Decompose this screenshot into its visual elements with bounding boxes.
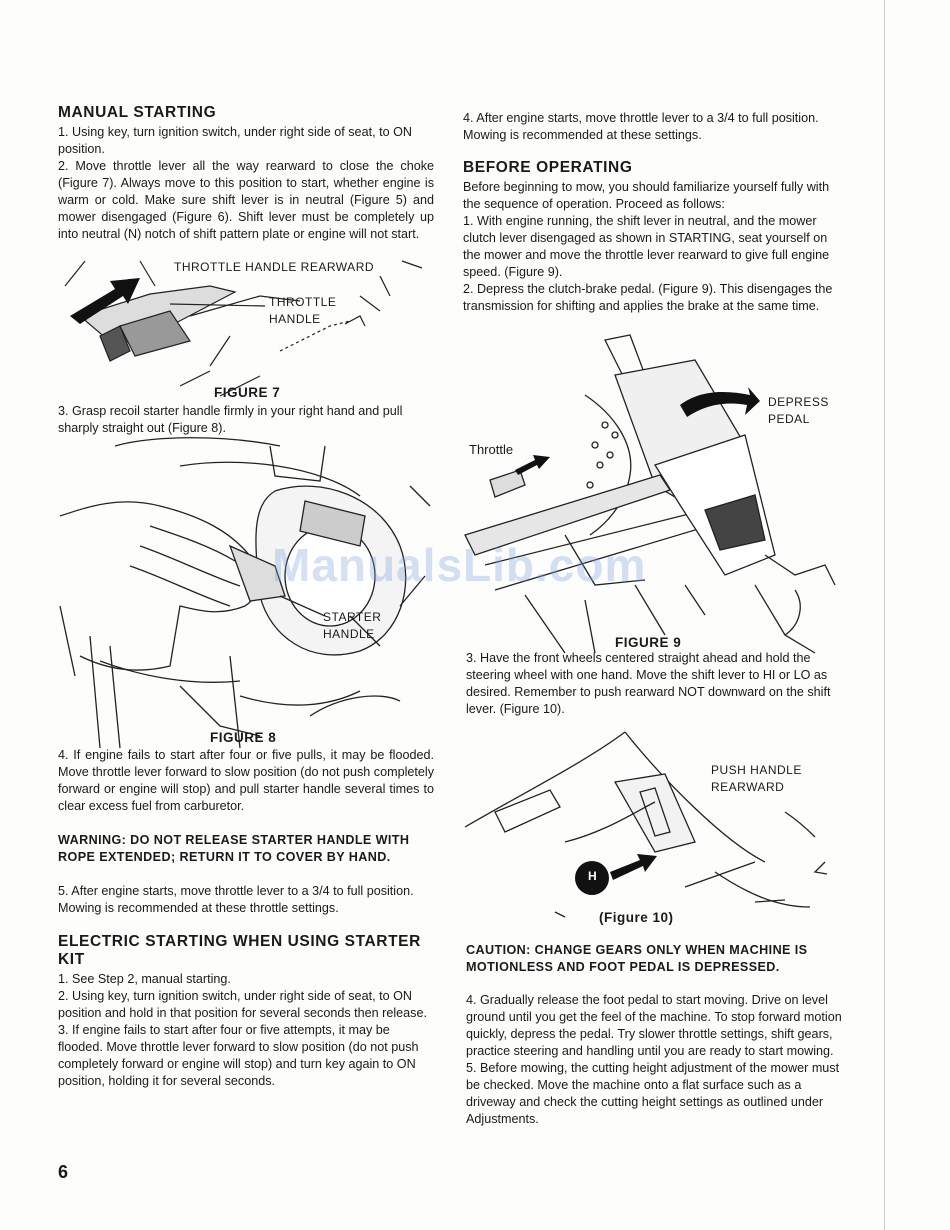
before-step-3: 3. Have the front wheels centered straig… <box>466 651 831 716</box>
before-step-4: 4. Gradually release the foot pedal to s… <box>466 993 842 1058</box>
electric-step-2: 2. Using key, turn ignition switch, unde… <box>58 989 427 1020</box>
figure-9: Throttle DEPRESS PEDAL FIGURE 9 <box>464 334 845 654</box>
manual-starting-heading: MANUAL STARTING <box>58 104 217 121</box>
fig9-label-depress: DEPRESS <box>768 395 829 409</box>
starter-pull-illustration <box>59 437 431 749</box>
figure-7-caption: FIGURE 7 <box>214 385 281 400</box>
manual-step-2: 2. Move throttle lever all the way rearw… <box>58 159 434 241</box>
caution-text: CAUTION: CHANGE GEARS ONLY WHEN MACHINE … <box>466 943 808 974</box>
fig9-label-throttle: Throttle <box>469 442 514 457</box>
figure-8-caption: FIGURE 8 <box>210 730 277 745</box>
page-edge <box>884 0 885 1230</box>
manual-step-5: 5. After engine starts, move throttle le… <box>58 884 414 915</box>
before-step-2: 2. Depress the clutch-brake pedal. (Figu… <box>463 282 833 313</box>
fig8-label-handle: HANDLE <box>323 627 375 641</box>
figure-10: H PUSH HANDLE REARWARD (Figure 10) <box>464 722 845 932</box>
before-step-5: 5. Before mowing, the cutting height adj… <box>466 1061 840 1126</box>
clutch-pedal-illustration <box>464 334 836 654</box>
fig10-label-push: PUSH HANDLE <box>711 763 802 777</box>
fig7-label-throttle: THROTTLE <box>269 295 337 309</box>
shift-lever-illustration <box>464 731 828 918</box>
fig10-label-rearward: REARWARD <box>711 780 785 794</box>
right-column-lower: CAUTION: CHANGE GEARS ONLY WHEN MACHINE … <box>466 942 844 1128</box>
before-intro: Before beginning to mow, you should fami… <box>463 180 830 211</box>
before-operating-heading: BEFORE OPERATING <box>463 159 633 176</box>
left-column-lower: 4. If engine fails to start after four o… <box>58 747 434 1090</box>
manual-step-3: 3. Grasp recoil starter handle firmly in… <box>58 404 403 435</box>
warning-text: WARNING: DO NOT RELEASE STARTER HANDLE W… <box>58 833 410 864</box>
fig7-label-handle: HANDLE <box>269 312 321 326</box>
right-step-3-block: 3. Have the front wheels centered straig… <box>466 650 844 718</box>
page-number: 6 <box>58 1162 69 1182</box>
manual-step-3-block: 3. Grasp recoil starter handle firmly in… <box>58 403 434 437</box>
throttle-handle-illustration <box>64 260 423 397</box>
fig9-label-pedal: PEDAL <box>768 412 810 426</box>
electric-starting-heading: ELECTRIC STARTING WHEN USING STARTER KIT <box>58 933 421 968</box>
figure-8: STARTER HANDLE FIGURE 8 <box>59 436 440 749</box>
shift-knob-letter: H <box>588 869 597 883</box>
fig8-label-starter: STARTER <box>323 610 382 624</box>
electric-step-1: 1. See Step 2, manual starting. <box>58 972 231 986</box>
watermark: ManualsLib.com <box>272 539 647 591</box>
left-column: MANUAL STARTING 1. Using key, turn ignit… <box>58 104 434 243</box>
electric-step-3: 3. If engine fails to start after four o… <box>58 1023 419 1088</box>
figure-9-caption: FIGURE 9 <box>615 635 682 650</box>
right-column: 4. After engine starts, move throttle le… <box>463 110 845 315</box>
fig7-label-rearward: THROTTLE HANDLE REARWARD <box>174 260 375 274</box>
figure-7: THROTTLE HANDLE REARWARD THROTTLE HANDLE… <box>60 256 440 401</box>
before-step-1: 1. With engine running, the shift lever … <box>463 214 830 279</box>
manual-step-4: 4. If engine fails to start after four o… <box>58 748 434 813</box>
manual-step-1: 1. Using key, turn ignition switch, unde… <box>58 125 412 156</box>
figure-10-caption: (Figure 10) <box>599 910 674 925</box>
right-step-4: 4. After engine starts, move throttle le… <box>463 111 819 142</box>
